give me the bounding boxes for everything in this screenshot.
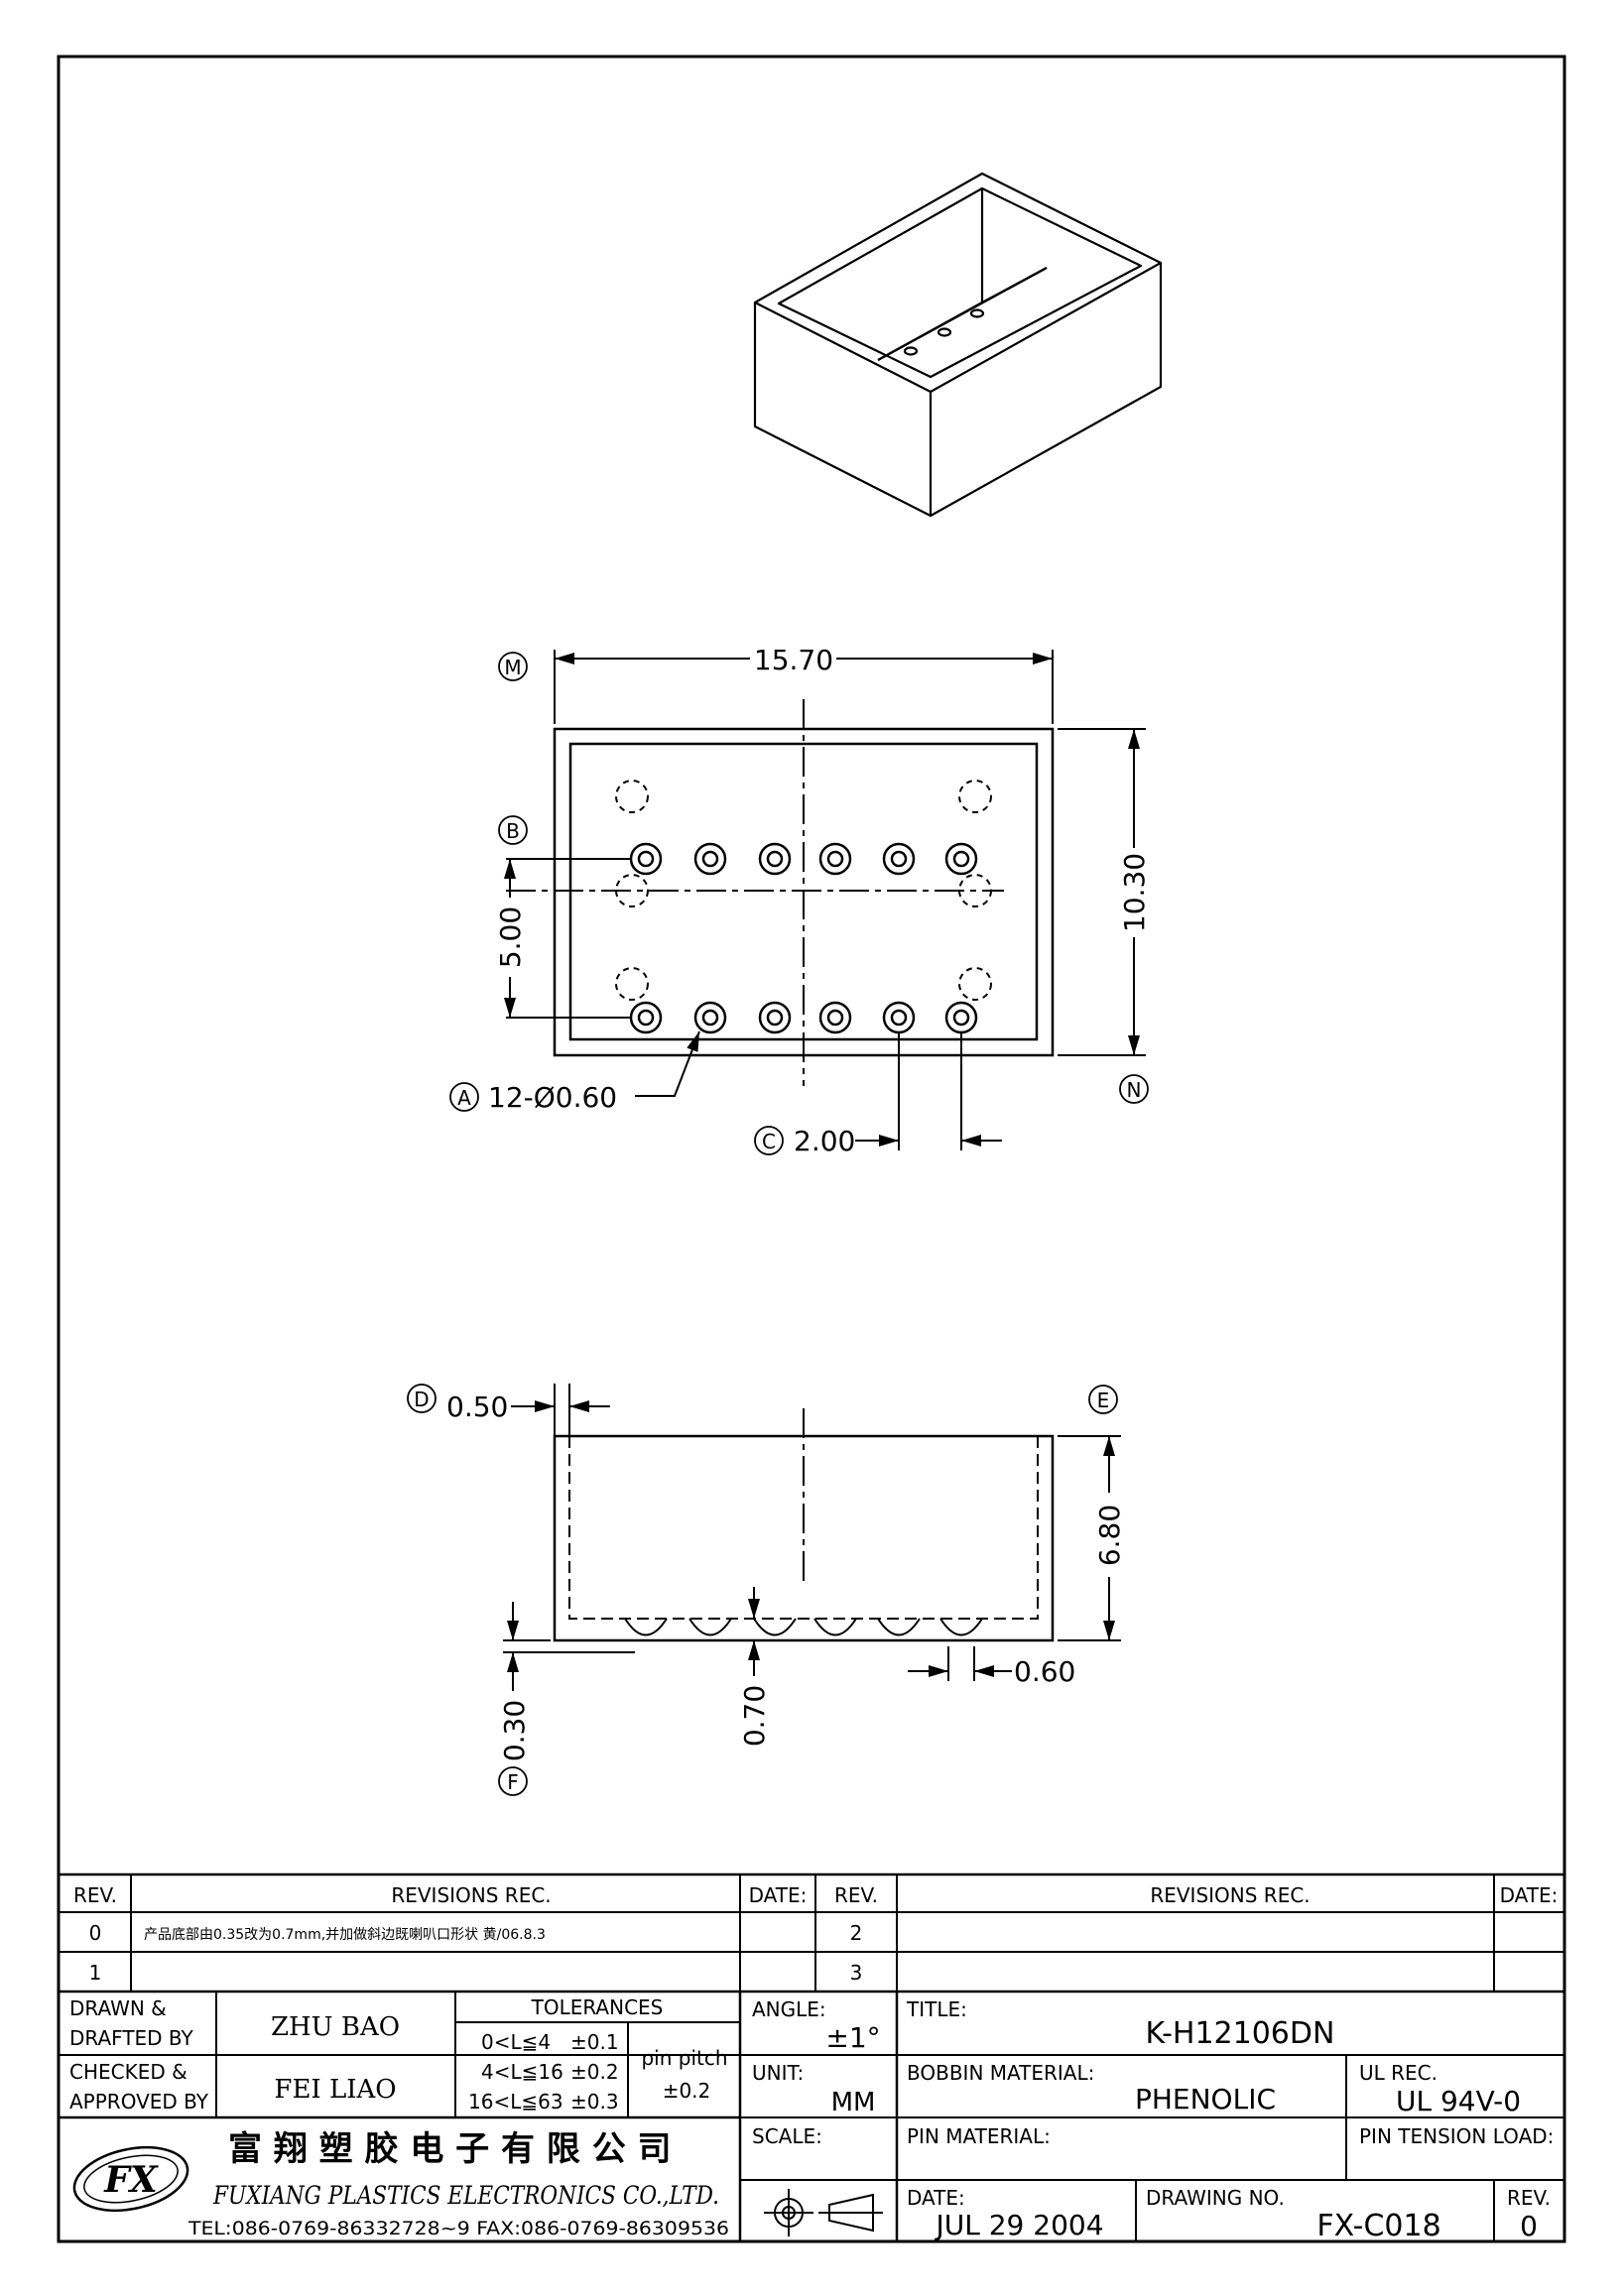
svg-text:C: C — [762, 1130, 776, 1153]
pin-hole — [944, 1001, 978, 1034]
rev-row-0-number: 0 — [89, 1921, 102, 1945]
pin-pitch-label: pin pitch — [641, 2046, 727, 2070]
title-block-grid — [59, 1992, 1564, 2241]
revisions-rec-header-left: REVISIONS REC. — [391, 1883, 551, 1907]
pin-hole — [758, 1001, 792, 1034]
pin-hole — [818, 842, 852, 876]
pin-hole — [629, 842, 663, 876]
rev-row-1-number: 1 — [89, 1961, 102, 1985]
svg-text:M: M — [504, 656, 521, 679]
dim-pins: 12-Ø0.60 — [488, 1081, 617, 1114]
dim-height-top: 10.30 — [1118, 853, 1151, 932]
angle-value: ±1° — [825, 2021, 880, 2054]
tol-range-0: 0<L≦4 — [481, 2030, 551, 2054]
ref-marker-N — [1119, 1074, 1149, 1104]
pin-hole — [944, 842, 978, 876]
company-name-cn: 富 翔 塑 胶 电 子 有 限 公 司 — [228, 2129, 672, 2169]
checked-label: CHECKED & — [69, 2060, 187, 2084]
checked-by-value: FEI LIAO — [274, 2075, 396, 2105]
ref-marker-C — [754, 1126, 784, 1155]
revisions-rec-header-right: REVISIONS REC. — [1150, 1883, 1310, 1907]
drawn-by-value: ZHU BAO — [271, 2012, 400, 2042]
ref-marker-A — [449, 1082, 479, 1112]
date-label: DATE: — [907, 2186, 965, 2210]
rev-col-header: REV. — [73, 1883, 117, 1907]
dim-wall: 0.50 — [446, 1390, 508, 1423]
rev-row-0-text: 产品底部由0.35改为0.7mm,并加做斜边既喇叭口形状 黄/06.8.3 — [144, 1926, 546, 1943]
tol-value-2: ±0.3 — [570, 2090, 619, 2114]
dim-height-side: 6.80 — [1093, 1505, 1126, 1566]
svg-text:A: A — [457, 1086, 471, 1110]
svg-text:N: N — [1127, 1078, 1142, 1102]
pin-hole — [882, 842, 916, 876]
rev-col-header-right: REV. — [834, 1883, 878, 1907]
pin-pitch-value: ±0.2 — [663, 2079, 711, 2103]
approved-label: APPROVED BY — [69, 2090, 209, 2114]
ref-marker-E — [1088, 1385, 1118, 1414]
drawn-label: DRAWN & — [69, 1996, 167, 2020]
svg-text:E: E — [1097, 1389, 1110, 1412]
drafted-label: DRAFTED BY — [69, 2026, 194, 2050]
date-header-left: DATE: — [749, 1883, 808, 1907]
top-view: 15.70 M 10.30 N 5.00 B A 12-Ø0.60 — [449, 644, 1151, 1157]
company-logo-icon: FX — [72, 2146, 189, 2212]
revision-table — [59, 1873, 1564, 1994]
bobbin-material-label: BOBBIN MATERIAL: — [907, 2061, 1094, 2085]
scale-label: SCALE: — [752, 2124, 822, 2148]
pin-hole — [882, 1001, 916, 1034]
rev-row-2-number: 2 — [850, 1921, 863, 1945]
company-name-en: FUXIANG PLASTICS ELECTRONICS CO.,LTD. — [212, 2181, 719, 2210]
ref-marker-B — [498, 815, 528, 845]
tol-value-0: ±0.1 — [570, 2030, 619, 2054]
dim-bottom: 0.70 — [738, 1685, 771, 1747]
rev-label: REV. — [1507, 2186, 1551, 2210]
title-label: TITLE: — [906, 1997, 967, 2021]
drawing-no-value: FX-C018 — [1316, 2209, 1440, 2243]
part-title: K-H12106DN — [1146, 2016, 1335, 2051]
company-contact: TEL:086-0769-86332728~9 FAX:086-0769-863… — [187, 2218, 729, 2239]
pin-hole — [629, 1001, 663, 1034]
tol-range-2: 16<L≦63 — [468, 2090, 563, 2114]
pin-tension-label: PIN TENSION LOAD: — [1359, 2124, 1554, 2148]
ref-marker-D — [407, 1384, 437, 1413]
angle-label: ANGLE: — [752, 1997, 826, 2021]
date-header-right: DATE: — [1500, 1883, 1559, 1907]
pin-material-label: PIN MATERIAL: — [907, 2124, 1051, 2148]
tol-value-1: ±0.2 — [570, 2060, 619, 2084]
dim-pitch: 2.00 — [794, 1125, 855, 1157]
pin-hole — [758, 842, 792, 876]
svg-text:D: D — [414, 1388, 429, 1411]
ul-rec-label: UL REC. — [1359, 2061, 1437, 2085]
rev-row-3-number: 3 — [850, 1961, 863, 1985]
dim-row-spacing: 5.00 — [494, 906, 527, 968]
unit-label: UNIT: — [752, 2061, 804, 2085]
pin-hole — [818, 1001, 852, 1034]
svg-text:FX: FX — [103, 2159, 160, 2201]
ref-marker-M — [498, 652, 528, 681]
svg-text:B: B — [506, 819, 520, 843]
ul-rec-value: UL 94V-0 — [1396, 2085, 1521, 2117]
date-value: JUL 29 2004 — [934, 2209, 1103, 2241]
dim-width: 15.70 — [754, 644, 833, 676]
rev-value: 0 — [1520, 2210, 1538, 2242]
isometric-view — [753, 172, 1163, 518]
unit-value: MM — [831, 2088, 876, 2117]
tolerances-label: TOLERANCES — [531, 1995, 664, 2019]
projection-symbol-icon — [764, 2189, 883, 2236]
svg-text:F: F — [507, 1770, 519, 1794]
tol-range-1: 4<L≦16 — [481, 2060, 563, 2084]
drawing-no-label: DRAWING NO. — [1146, 2186, 1285, 2210]
bobbin-material-value: PHENOLIC — [1135, 2083, 1276, 2115]
dim-standoff: 0.30 — [498, 1700, 531, 1761]
pin-hole — [693, 842, 727, 876]
side-view: D 0.50 6.80 E 0.60 0.30 F — [407, 1384, 1126, 1796]
dim-pin-dia: 0.60 — [1014, 1655, 1075, 1688]
sheet-border — [57, 55, 1566, 2243]
ref-marker-F — [498, 1766, 528, 1796]
pin-hole — [693, 1001, 727, 1034]
